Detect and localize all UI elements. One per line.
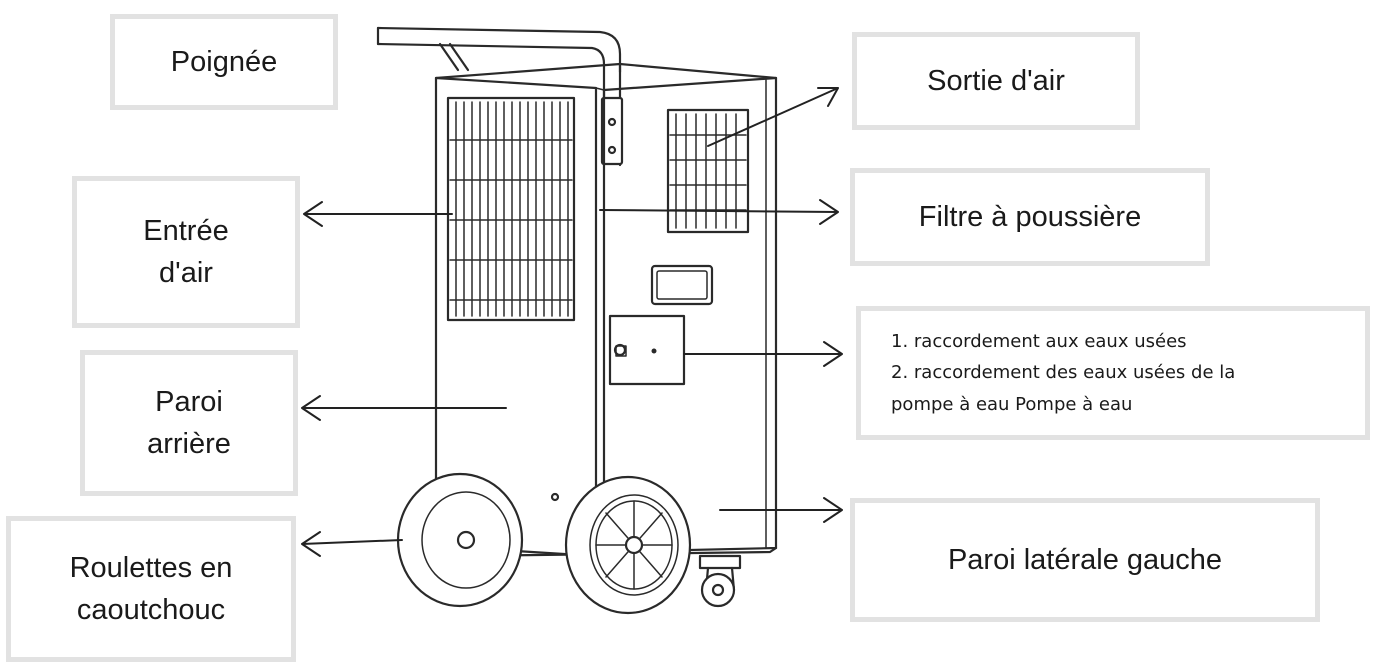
arrow-air-inlet	[303, 201, 453, 227]
label-wastewater-line2: 2. raccordement des eaux usées de la	[891, 362, 1236, 384]
caster-wheel-drawing	[698, 554, 742, 608]
label-air-outlet-text: Sortie d'air	[927, 64, 1065, 97]
label-air-outlet: Sortie d'air	[852, 32, 1140, 130]
outlet-grille-slats	[669, 113, 747, 229]
label-air-inlet-line2: d'air	[159, 257, 213, 289]
left-wheel-drawing	[396, 472, 524, 608]
arrow-left-side-wall	[719, 497, 843, 523]
label-left-side-wall-text: Paroi latérale gauche	[947, 543, 1223, 576]
label-dust-filter-text: Filtre à poussière	[918, 200, 1142, 233]
label-wastewater-line1: 1. raccordement aux eaux usées	[891, 330, 1187, 352]
label-back-wall-line1: Paroi	[155, 385, 223, 418]
side-panel-drawing	[602, 76, 778, 554]
arrow-rubber-wheels	[301, 531, 403, 557]
label-wastewater-line3: pompe à eau Pompe à eau	[891, 393, 1133, 415]
label-handle: Poignée	[110, 14, 338, 110]
label-air-inlet-line1: Entrée	[143, 214, 229, 247]
label-wastewater: 1. raccordement aux eaux usées 2. raccor…	[856, 306, 1370, 440]
label-rubber-wheels-line1: Roulettes en	[69, 551, 233, 584]
arrow-back-wall	[301, 395, 507, 421]
leader-arrows	[301, 87, 843, 557]
right-wheel-drawing	[564, 475, 692, 615]
handle-drawing	[376, 26, 624, 167]
arrow-air-outlet	[707, 87, 839, 147]
label-air-inlet: Entrée d'air	[72, 176, 300, 328]
arrow-wastewater	[683, 341, 843, 367]
label-back-wall: Paroi arrière	[80, 350, 298, 496]
label-dust-filter: Filtre à poussière	[850, 168, 1210, 266]
label-rubber-wheels-line2: caoutchouc	[76, 594, 226, 626]
label-back-wall-line2: arrière	[147, 428, 231, 460]
inlet-grille-slats	[449, 101, 573, 317]
label-rubber-wheels: Roulettes en caoutchouc	[6, 516, 296, 662]
label-handle-text: Poignée	[170, 45, 278, 78]
label-left-side-wall: Paroi latérale gauche	[850, 498, 1320, 622]
arrow-dust-filter	[599, 199, 839, 225]
